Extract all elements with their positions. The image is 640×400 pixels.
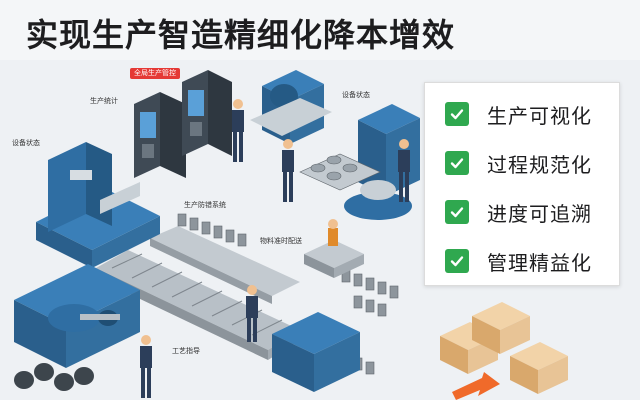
callout-production-defense: 生产防错系统 [184, 201, 226, 209]
feature-label: 生产可视化 [487, 103, 592, 128]
check-icon [445, 249, 469, 273]
check-icon [445, 200, 469, 224]
delivery-arrow [452, 372, 500, 400]
feature-label: 过程规范化 [487, 152, 592, 177]
workers [140, 99, 410, 398]
feature-item: 生产可视化 [445, 101, 619, 128]
callout-equipment-status-right: 设备状态 [342, 91, 370, 99]
drill-press-right [344, 104, 420, 220]
lathe-machine [14, 264, 140, 368]
cargo-crates [440, 302, 568, 394]
boring-machine-top [250, 70, 332, 144]
feature-label: 管理精益化 [487, 250, 592, 275]
control-cabinets [134, 70, 232, 178]
feature-label: 进度可追溯 [487, 201, 592, 226]
callout-material-delivery: 物料准时配送 [260, 237, 302, 245]
benefits-panel: 生产可视化 过程规范化 进度可追溯 管理精益化 [424, 82, 620, 286]
callout-full-factory: 全局生产管控 [130, 68, 180, 79]
feature-item: 管理精益化 [445, 248, 619, 275]
cylinder-parts [299, 153, 381, 191]
callout-process-guidance: 工艺指导 [172, 347, 200, 355]
check-icon [445, 102, 469, 126]
press-machine-bottom [272, 312, 360, 392]
callout-production-stats: 生产统计 [90, 97, 118, 105]
feature-item: 进度可追溯 [445, 199, 619, 226]
feature-item: 过程规范化 [445, 150, 619, 177]
callout-equipment-status-left: 设备状态 [12, 139, 40, 147]
agv-cart [304, 219, 364, 278]
milling-machine-left [36, 142, 160, 268]
page-headline: 实现生产智造精细化降本增效 [26, 16, 456, 54]
pipe-stock [14, 363, 94, 391]
check-icon [445, 151, 469, 175]
